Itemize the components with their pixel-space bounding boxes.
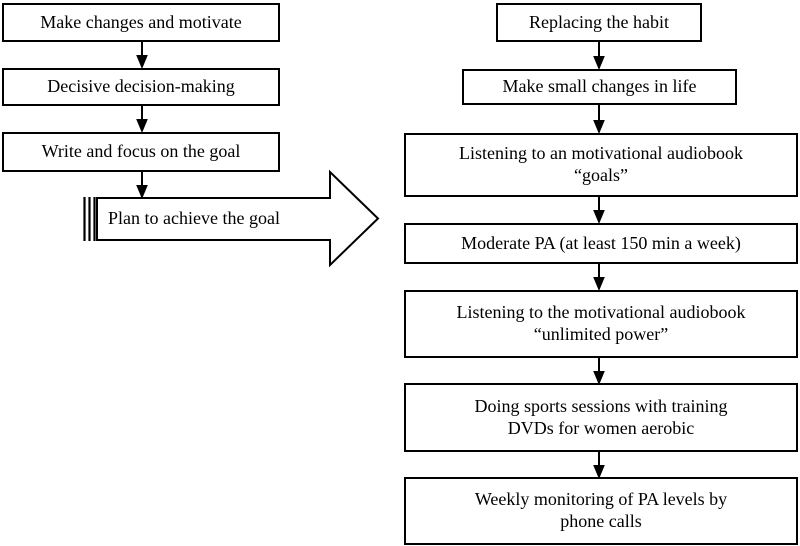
node-make-changes[interactable]: Make changes and motivate <box>2 3 280 42</box>
node-sports-sessions[interactable]: Doing sports sessions with training DVDs… <box>404 383 798 452</box>
node-write-focus[interactable]: Write and focus on the goal <box>2 132 280 172</box>
node-write-focus-label: Write and focus on the goal <box>41 141 241 162</box>
node-small-changes-label: Make small changes in life <box>502 76 697 97</box>
node-make-changes-label: Make changes and motivate <box>40 11 242 32</box>
node-audiobook-goals-label: Listening to an motivational audiobook “… <box>459 143 743 185</box>
node-weekly-monitoring[interactable]: Weekly monitoring of PA levels by phone … <box>404 477 798 545</box>
node-plan-to-achieve-label: Plan to achieve the goal <box>108 208 280 229</box>
node-small-changes[interactable]: Make small changes in life <box>462 69 737 105</box>
node-sports-sessions-label: Doing sports sessions with training DVDs… <box>474 395 728 438</box>
node-plan-to-achieve[interactable]: Plan to achieve the goal <box>108 198 330 240</box>
node-decisive-decision[interactable]: Decisive decision-making <box>2 68 280 106</box>
node-audiobook-goals[interactable]: Listening to an motivational audiobook “… <box>404 133 798 197</box>
node-weekly-monitoring-label: Weekly monitoring of PA levels by phone … <box>474 489 728 531</box>
node-replacing-habit-label: Replacing the habit <box>529 11 669 32</box>
node-decisive-decision-label: Decisive decision-making <box>47 76 235 97</box>
node-replacing-habit[interactable]: Replacing the habit <box>496 3 702 42</box>
node-moderate-pa-label: Moderate PA (at least 150 min a week) <box>461 232 741 253</box>
node-audiobook-unlimited-power[interactable]: Listening to the motivational audiobook … <box>404 290 798 358</box>
node-audiobook-unlimited-power-label: Listening to the motivational audiobook … <box>456 302 746 344</box>
block-arrow-outline <box>96 169 380 268</box>
node-moderate-pa[interactable]: Moderate PA (at least 150 min a week) <box>404 223 798 264</box>
